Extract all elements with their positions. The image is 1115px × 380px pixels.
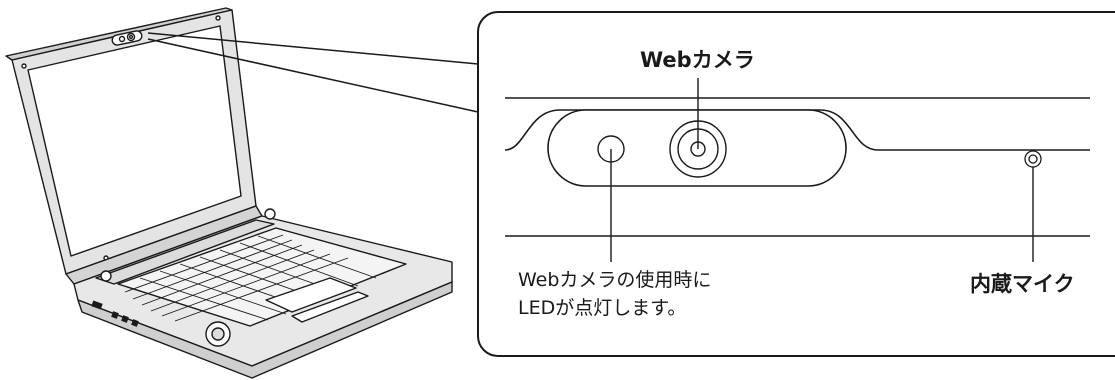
laptop-ports [91,300,139,327]
laptop-touchpad-buttons [291,291,369,323]
laptop-illustration [5,7,453,379]
pointer-lines [610,78,1034,262]
led-label-line2: LEDが点灯します。 [518,297,687,319]
callout-leader-lines [147,32,479,113]
mic-label: 内蔵マイク [970,272,1075,296]
webcam-label: Webカメラ [640,48,755,72]
laptop-touchpad [265,277,357,313]
laptop-front-edge [77,281,453,379]
microphone-hole [1024,150,1042,168]
led-label-line1: Webカメラの使用時に [518,269,712,291]
bezel-detail [504,97,1090,237]
laptop-speaker-strip [95,219,275,285]
laptop-side-button [100,270,112,282]
